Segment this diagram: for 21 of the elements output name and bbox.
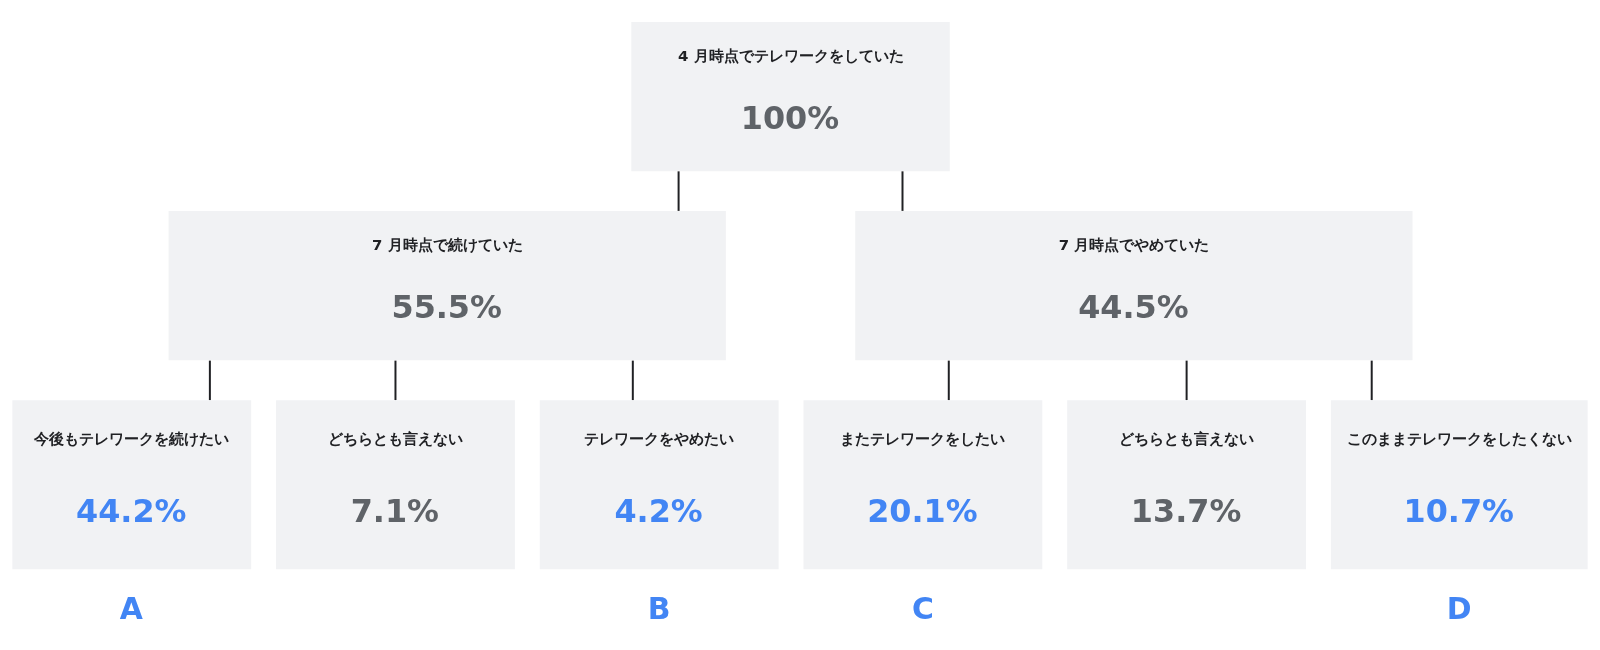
node-box: 7 月時点で続けていた 55.5% <box>168 210 726 360</box>
connector <box>1370 359 1373 401</box>
node-box: このままテレワークをしたくない 10.7% <box>1330 399 1588 569</box>
node-box: 今後もテレワークを続けたい 44.2% <box>12 399 252 569</box>
node-box: テレワークをやめたい 4.2% <box>539 399 779 569</box>
node-box: 7 月時点でやめていた 44.5% <box>855 210 1413 360</box>
node-box: 4 月時点でテレワークをしていた 100% <box>631 21 950 171</box>
connector <box>394 359 397 401</box>
node-box: またテレワークをしたい 20.1% <box>803 399 1043 569</box>
node-box: どちらとも言えない 13.7% <box>1067 399 1307 569</box>
connector <box>1185 359 1188 401</box>
node-label: B <box>647 590 671 626</box>
connector <box>947 359 950 401</box>
node-label: C <box>911 590 934 626</box>
node-label: D <box>1446 590 1472 626</box>
connector <box>901 169 904 212</box>
connector <box>677 169 680 212</box>
connector <box>208 359 211 401</box>
node-box: どちらとも言えない 7.1% <box>276 399 515 569</box>
node-label: A <box>119 590 143 626</box>
connector <box>631 359 634 401</box>
